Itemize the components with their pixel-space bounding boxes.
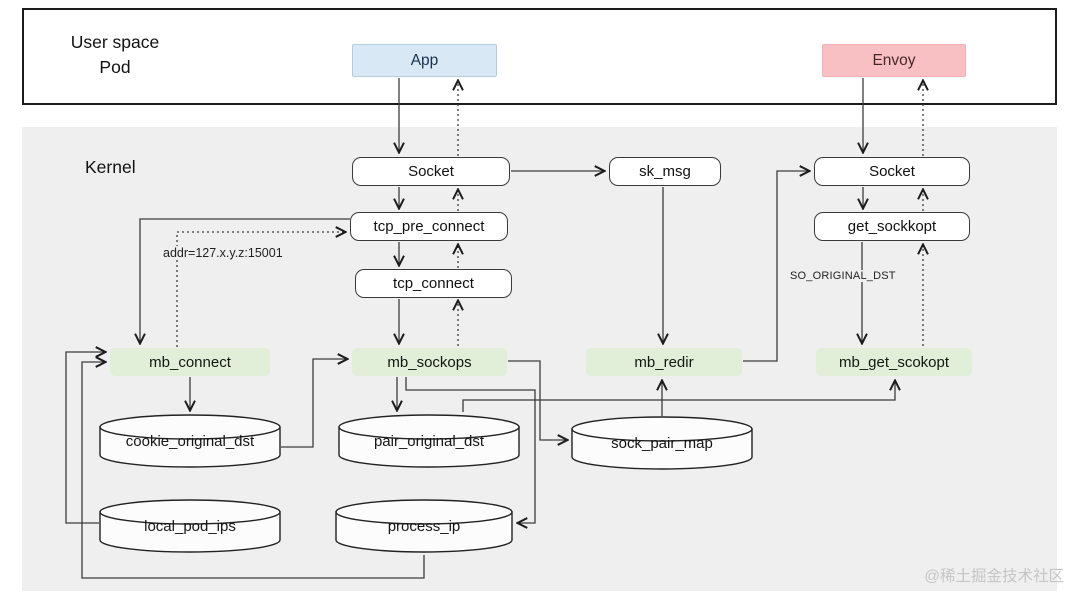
sock-pair-map-label: sock_pair_map bbox=[611, 435, 713, 452]
connect-addr-label: addr=127.x.y.z:15001 bbox=[160, 246, 286, 260]
get-sockkopt-node: get_sockkopt bbox=[814, 212, 970, 241]
cookie-original-dst-label: cookie_original_dst bbox=[125, 433, 255, 450]
user-space-title-line2: Pod bbox=[99, 57, 131, 77]
pair-original-dst-label: pair_original_dst bbox=[373, 433, 485, 450]
tcp-pre-connect-node: tcp_pre_connect bbox=[350, 212, 508, 241]
so-original-dst-label: SO_ORIGINAL_DST bbox=[787, 270, 899, 282]
mb-redir-hook: mb_redir bbox=[586, 348, 742, 376]
mb-sockops-hook: mb_sockops bbox=[352, 348, 507, 376]
process-ip-label: process_ip bbox=[387, 518, 461, 535]
user-space-title: User space Pod bbox=[50, 30, 180, 80]
envoy-node: Envoy bbox=[822, 44, 966, 77]
local-pod-ips-label: local_pod_ips bbox=[144, 518, 236, 535]
kernel-title: Kernel bbox=[85, 157, 136, 177]
mb-get-scokopt-hook: mb_get_scokopt bbox=[816, 348, 972, 376]
watermark: @稀土掘金技术社区 bbox=[924, 568, 1064, 585]
socket-right-node: Socket bbox=[814, 157, 970, 186]
tcp-connect-node: tcp_connect bbox=[355, 269, 512, 298]
mb-connect-hook: mb_connect bbox=[110, 348, 270, 376]
sk-msg-node: sk_msg bbox=[609, 157, 721, 186]
user-space-title-line1: User space bbox=[70, 32, 160, 52]
socket-left-node: Socket bbox=[352, 157, 510, 186]
app-node: App bbox=[352, 44, 497, 77]
